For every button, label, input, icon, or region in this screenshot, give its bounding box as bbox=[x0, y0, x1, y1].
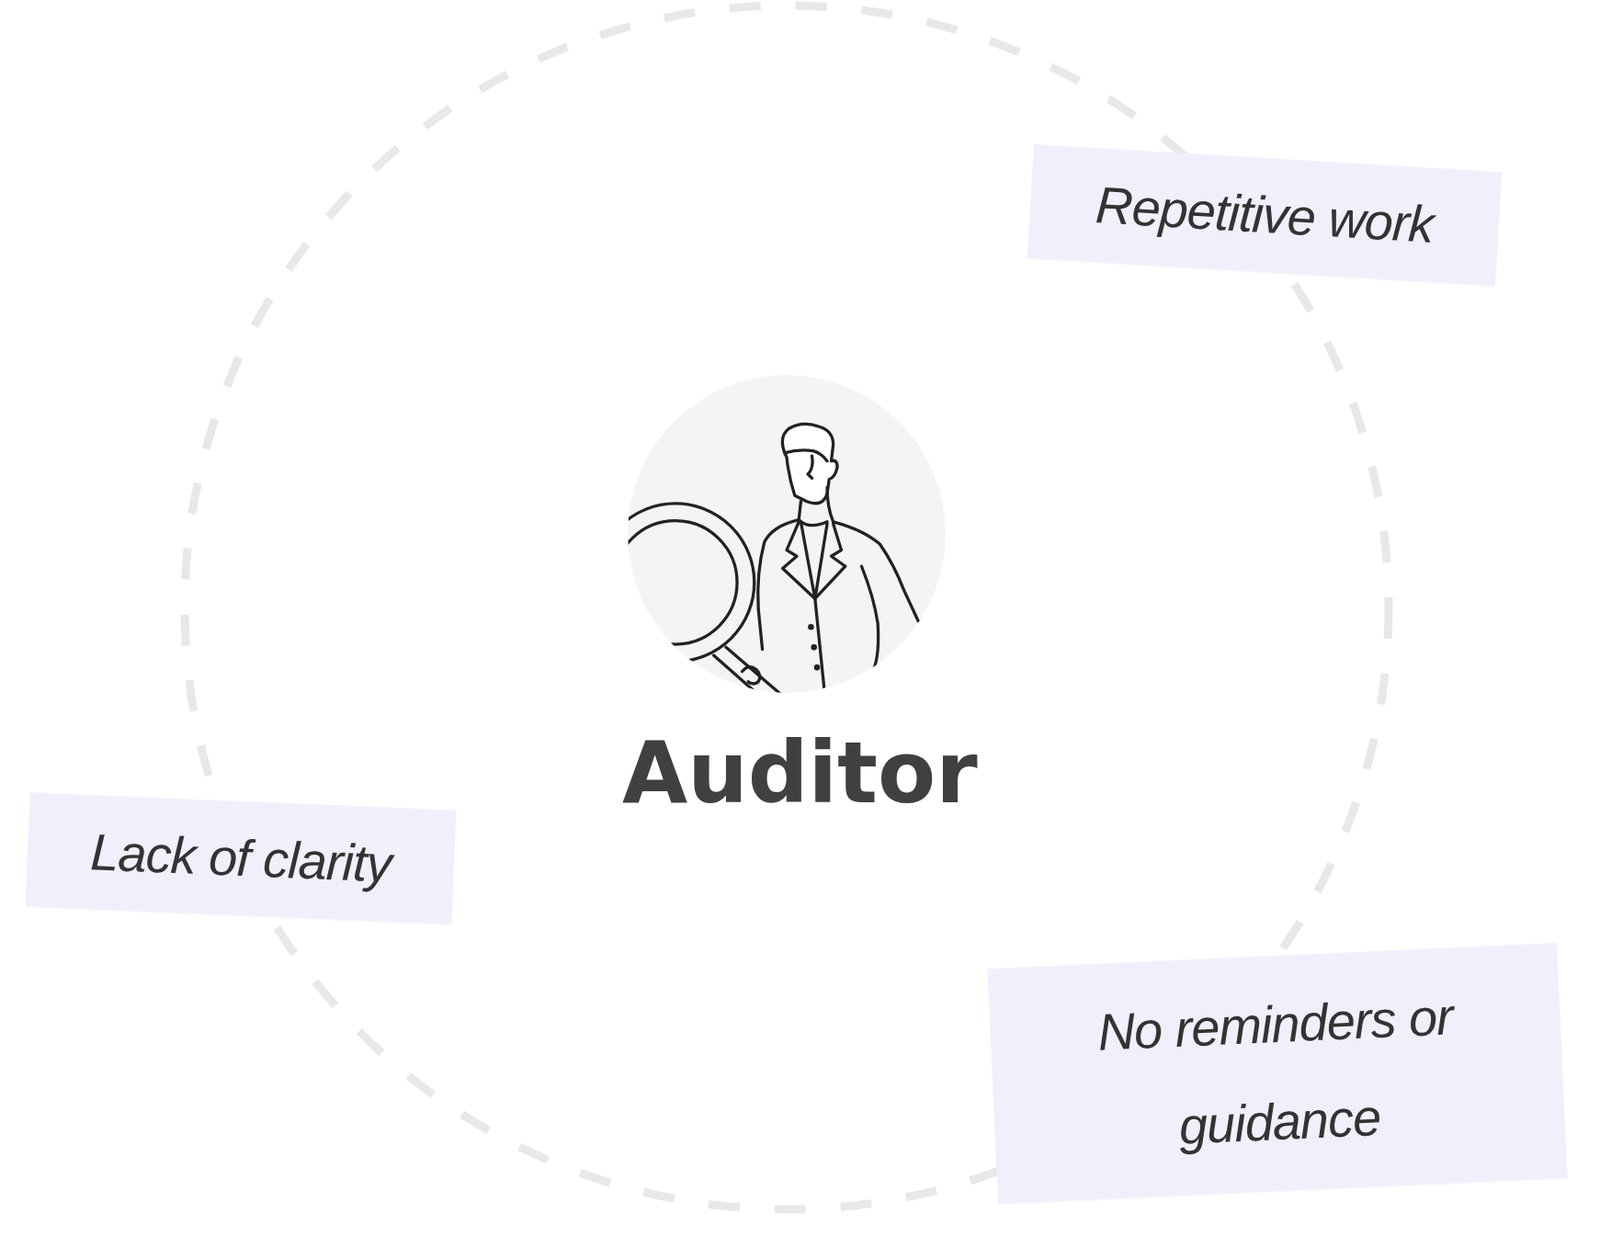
note-text: No reminders or guidance bbox=[1052, 965, 1502, 1181]
sticky-note: Lack of clarity bbox=[25, 792, 457, 924]
persona-title: Auditor bbox=[622, 723, 952, 825]
sticky-note: Repetitive work bbox=[1027, 144, 1502, 286]
auditor-illustration bbox=[596, 374, 946, 703]
note-text: Lack of clarity bbox=[88, 803, 394, 914]
sticky-note: No reminders or guidance bbox=[987, 942, 1568, 1204]
note-text: Repetitive work bbox=[1092, 156, 1436, 274]
persona-node: Auditor bbox=[622, 374, 952, 831]
